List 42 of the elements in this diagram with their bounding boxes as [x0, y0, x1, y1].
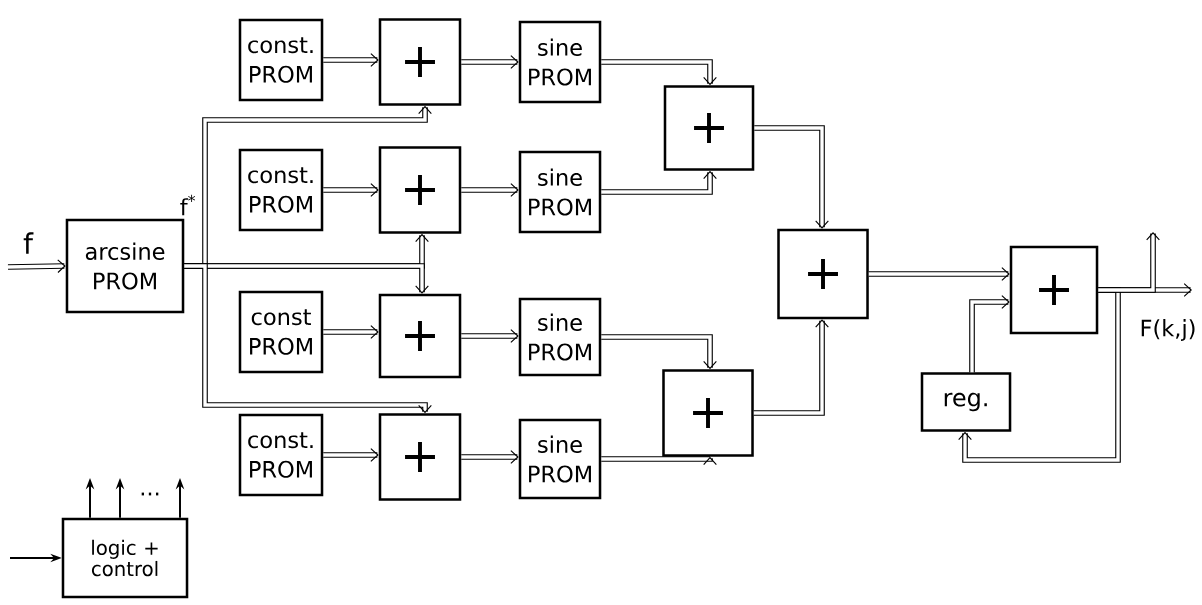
control-box: logic + control: [61, 517, 189, 599]
prom-box: sine PROM: [518, 150, 602, 234]
double-arrow: [601, 59, 717, 86]
double-arrow: [754, 125, 829, 229]
register-box: reg.: [920, 372, 1012, 432]
double-arrow: [7, 259, 66, 273]
double-arrow: [184, 263, 432, 414]
double-arrow: [601, 170, 717, 195]
double-arrow: [969, 295, 1010, 373]
double-arrow: [461, 450, 519, 464]
prom-box: arcsine PROM: [65, 218, 185, 314]
prom-box: sine PROM: [518, 418, 602, 500]
prom-box: sine PROM: [518, 20, 602, 104]
double-arrow: [868, 267, 1010, 281]
double-arrow: [323, 183, 379, 197]
adder-box: +: [662, 369, 754, 457]
double-arrow: [461, 183, 519, 197]
prom-box: sine PROM: [518, 297, 602, 377]
adder-box: +: [663, 85, 755, 171]
adder-box: +: [1009, 245, 1099, 335]
adder-box: +: [378, 18, 462, 106]
double-arrow: [753, 319, 829, 416]
adder-box: +: [378, 293, 462, 379]
double-arrow: [323, 53, 379, 67]
output-label: F(k,j): [1141, 319, 1195, 341]
double-arrow: [601, 455, 717, 466]
label-text: f$^{*}$: [180, 194, 196, 216]
adder-box: +: [378, 146, 462, 234]
adder-box: +: [777, 228, 869, 320]
double-arrow: [601, 334, 717, 370]
double-arrow: [1098, 232, 1160, 293]
double-arrow: [323, 325, 379, 339]
double-arrow: [461, 329, 519, 343]
prom-box: const PROM: [238, 290, 324, 374]
ellipsis-label: ...: [141, 492, 159, 496]
double-arrow: [461, 55, 519, 69]
prom-box: const. PROM: [238, 18, 324, 102]
prom-box: const. PROM: [238, 148, 324, 232]
prom-box: const. PROM: [238, 413, 324, 497]
double-arrow: [323, 448, 379, 462]
edge-label: f: [21, 230, 35, 256]
adder-box: +: [378, 413, 462, 501]
